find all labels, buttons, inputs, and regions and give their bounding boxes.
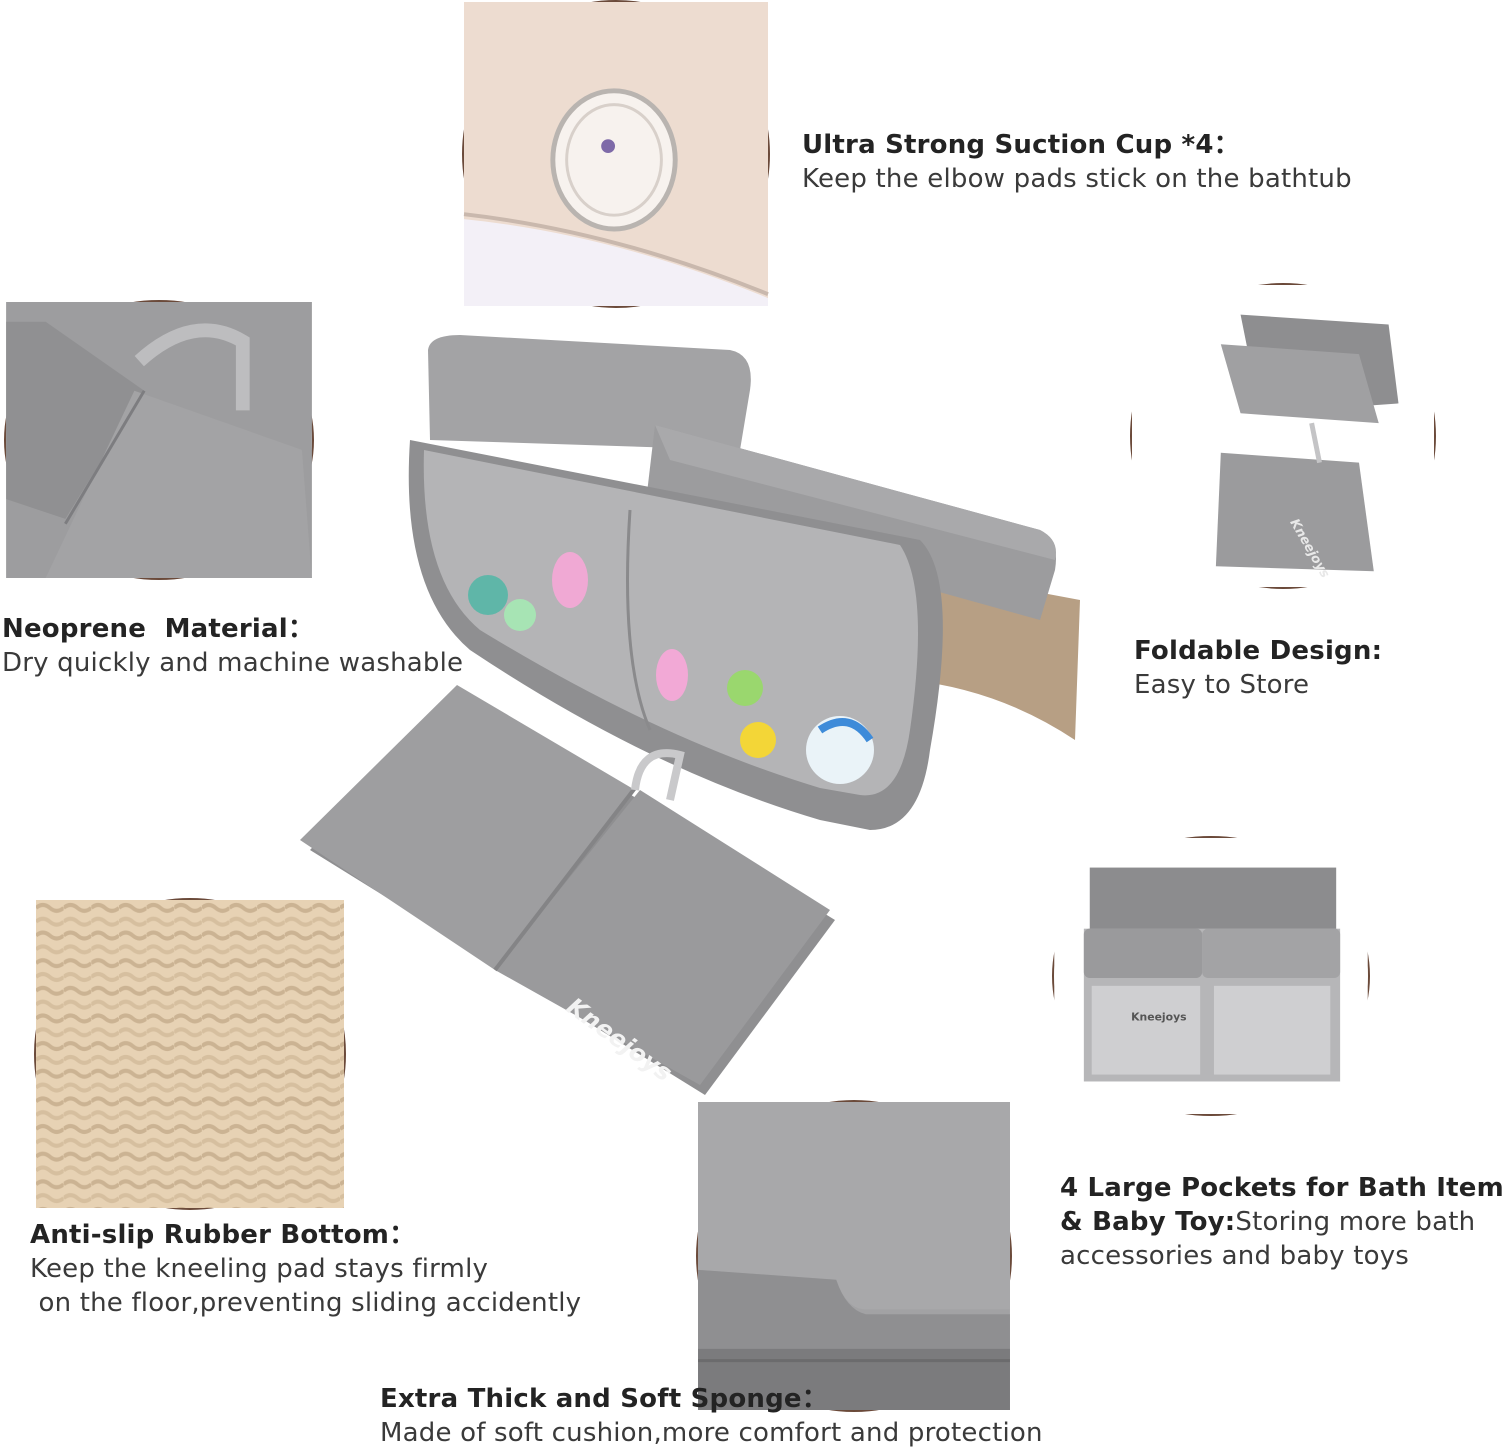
suction-cup-title: Ultra Strong Suction Cup *4：: [802, 130, 1240, 160]
foldable-title: Foldable Design:: [1134, 636, 1383, 666]
pockets-desc-inline: Storing more bath: [1235, 1207, 1476, 1237]
pockets-feature: 4 Large Pockets for Bath Item & Baby Toy…: [1060, 1171, 1504, 1273]
pockets-title-line2: & Baby Toy:: [1060, 1207, 1236, 1237]
suction-cup-photo: [462, 0, 770, 308]
foldable-feature: Foldable Design: Easy to Store: [1134, 634, 1382, 702]
foldable-design-photo: Kneejoys: [1130, 283, 1436, 589]
neoprene-material-photo: [4, 300, 314, 580]
suction-cup-feature: Ultra Strong Suction Cup *4： Keep the el…: [802, 128, 1352, 196]
pockets-title-line1: 4 Large Pockets for Bath Item: [1060, 1173, 1504, 1203]
sponge-desc: Made of soft cushion,more comfort and pr…: [380, 1418, 1043, 1448]
pockets-layout-photo: Kneejoys: [1052, 836, 1370, 1116]
anti-slip-rubber-photo: [34, 898, 346, 1210]
elbow-rest-product: [400, 330, 1090, 850]
anti-slip-desc-line1: Keep the kneeling pad stays firmly: [30, 1254, 489, 1284]
neoprene-desc: Dry quickly and machine washable: [2, 648, 464, 678]
sponge-title: Extra Thick and Soft Sponge：: [380, 1384, 828, 1414]
kneeling-pad-product: Kneejoys: [295, 680, 840, 1100]
neoprene-title: Neoprene Material：: [2, 614, 315, 644]
pockets-desc-line3: accessories and baby toys: [1060, 1241, 1410, 1271]
foldable-desc: Easy to Store: [1134, 670, 1310, 700]
thick-sponge-photo: [696, 1100, 1012, 1412]
anti-slip-feature: Anti-slip Rubber Bottom： Keep the kneeli…: [30, 1218, 581, 1320]
suction-cup-desc: Keep the elbow pads stick on the bathtub: [802, 164, 1352, 194]
anti-slip-desc-line2: on the floor,preventing sliding accident…: [30, 1288, 582, 1318]
neoprene-feature: Neoprene Material： Dry quickly and machi…: [2, 612, 463, 680]
flat-brand-label: Kneejoys: [1131, 1010, 1186, 1023]
sponge-feature: Extra Thick and Soft Sponge： Made of sof…: [380, 1382, 1043, 1450]
anti-slip-title: Anti-slip Rubber Bottom：: [30, 1220, 416, 1250]
